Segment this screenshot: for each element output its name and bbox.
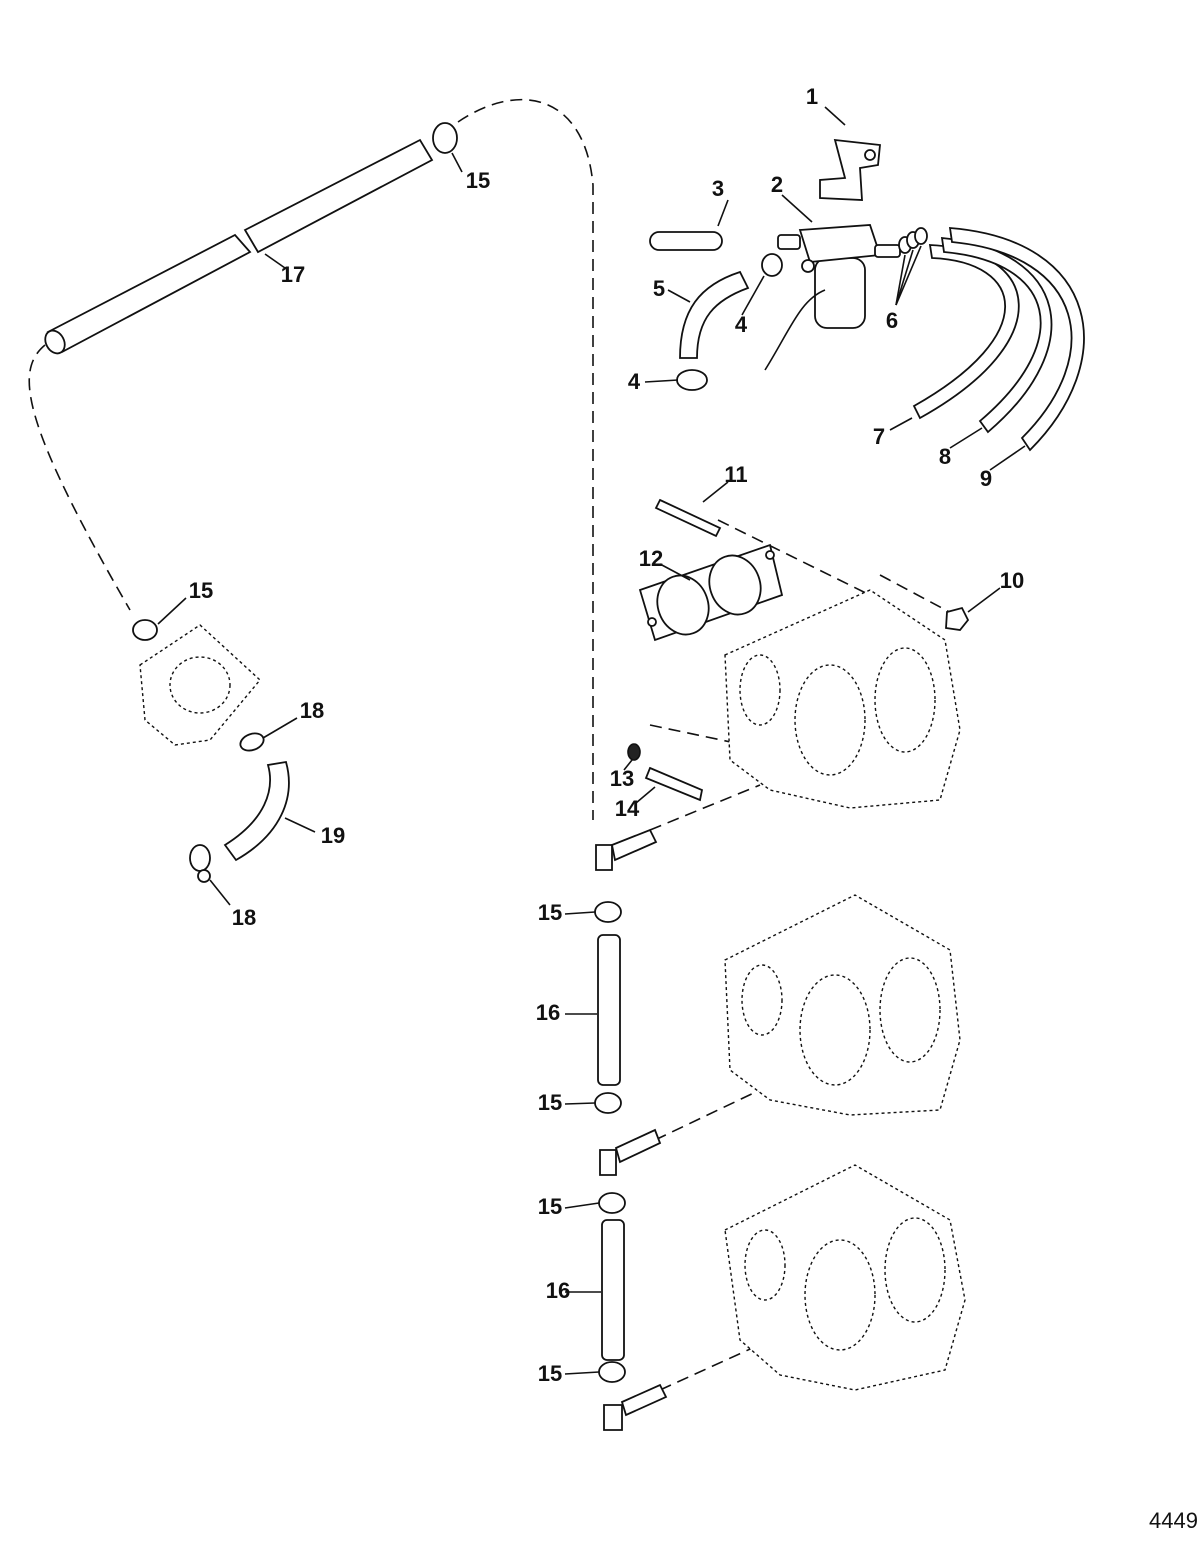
callout-16b: 16 [546, 1278, 570, 1303]
valve-wire [764, 289, 826, 371]
tee-fittings [595, 828, 668, 1431]
fuel-enrichment-valve [777, 138, 901, 329]
callout-12: 12 [639, 546, 663, 571]
figure-number: 4449 [1149, 1508, 1198, 1533]
clamp-upper [761, 253, 783, 277]
callout-4b: 4 [628, 369, 641, 394]
callout-13: 13 [610, 766, 634, 791]
fuel-pump [139, 624, 261, 746]
curved-hoses [912, 227, 1085, 452]
clip-lower [189, 844, 211, 872]
clip-lower-ring [197, 869, 211, 883]
pump-hose [223, 760, 290, 862]
carb-stud [654, 498, 722, 538]
callout-17: 17 [281, 262, 305, 287]
callout-labels: 1 2 3 4 4 5 6 7 8 9 10 11 12 13 14 15 15… [189, 84, 1024, 1386]
callout-4a: 4 [735, 312, 748, 337]
clamp-lower [676, 369, 708, 391]
callout-15c: 15 [538, 900, 562, 925]
hose-clamps [132, 122, 626, 1383]
callout-6: 6 [886, 308, 898, 333]
hose-lower [601, 1219, 625, 1361]
callout-1: 1 [806, 84, 818, 109]
washer [627, 743, 641, 761]
callout-2: 2 [771, 172, 783, 197]
callout-15e: 15 [538, 1194, 562, 1219]
callout-16a: 16 [536, 1000, 560, 1025]
callout-15f: 15 [538, 1361, 562, 1386]
callout-15a: 15 [466, 168, 490, 193]
carburetor-bottom [724, 1164, 966, 1391]
clip-upper [239, 732, 265, 752]
callout-7: 7 [873, 424, 885, 449]
callout-8: 8 [939, 444, 951, 469]
callout-3: 3 [712, 176, 724, 201]
fuel-hose-long [44, 138, 434, 355]
short-hose [649, 231, 723, 251]
callout-5: 5 [653, 276, 665, 301]
carburetor-middle [724, 894, 961, 1116]
callout-18a: 18 [300, 698, 324, 723]
leader-lines [157, 106, 1026, 1375]
callout-15b: 15 [189, 578, 213, 603]
elbow-hose [679, 270, 750, 359]
hose-upper [597, 934, 621, 1086]
callout-9: 9 [980, 466, 992, 491]
callout-15d: 15 [538, 1090, 562, 1115]
callout-10: 10 [1000, 568, 1024, 593]
carb-gasket [638, 543, 784, 642]
carburetor-top [724, 589, 961, 809]
hose-clips [898, 227, 928, 254]
callout-19: 19 [321, 823, 345, 848]
hex-nut [945, 606, 970, 631]
callout-11: 11 [724, 462, 747, 487]
callout-18b: 18 [232, 905, 256, 930]
callout-14: 14 [615, 796, 640, 821]
screw [644, 766, 704, 802]
